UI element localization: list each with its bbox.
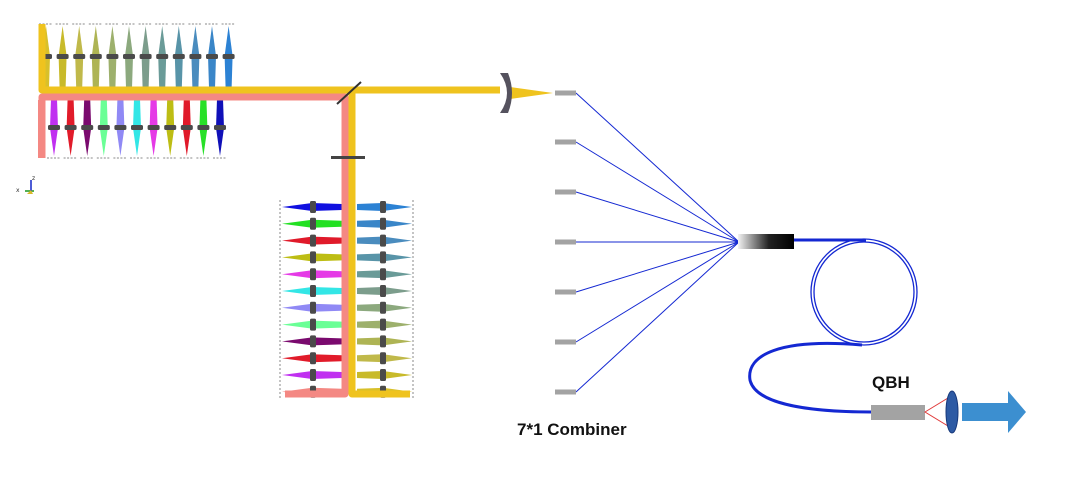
combiner-label: 7*1 Combiner [517, 420, 627, 439]
collimator-mount [172, 54, 185, 59]
collimator-mount [310, 285, 316, 297]
collimator-mount [139, 54, 152, 59]
fiber-stub [555, 389, 576, 395]
combiner-body [738, 234, 794, 249]
collimator-mount [380, 201, 386, 213]
fiber-stub [555, 189, 576, 195]
fiber-stub [555, 339, 576, 345]
collimator-mount [89, 54, 102, 59]
collimator-mount [48, 125, 60, 130]
fiber-stub [555, 90, 576, 96]
collimator-mount [310, 369, 316, 381]
fiber-stub [555, 239, 576, 245]
collimator-mount [147, 125, 160, 130]
collimator-mount [156, 54, 169, 59]
output-beam-arrow [962, 391, 1026, 433]
collimator-mount [106, 54, 119, 59]
qbh-lens [945, 390, 959, 434]
fiber-stub [555, 139, 576, 145]
dichroic-mirror [336, 81, 362, 105]
fiber-bundle [555, 90, 740, 395]
collimator-mount [380, 352, 386, 365]
collimator-mount [380, 285, 386, 297]
fiber-coil-outer [810, 238, 918, 346]
collimator-mount [310, 335, 316, 348]
svg-text:z: z [32, 175, 35, 182]
svg-text:x: x [16, 187, 20, 194]
collimator-mount [123, 54, 135, 59]
qbh-beam-cone [924, 397, 949, 427]
collimator-mount [97, 125, 110, 130]
fiber-line [575, 241, 740, 293]
qbh-connector [871, 405, 925, 420]
qbh-label: QBH [872, 373, 910, 392]
collimator-mount [380, 251, 386, 264]
collimator-mount [131, 125, 143, 130]
yellow-combined-beam [38, 24, 500, 94]
collimator-mount [310, 201, 316, 213]
collimator-mount [73, 54, 86, 59]
collimator-mount [380, 234, 386, 247]
collimator-mount [56, 54, 69, 59]
collimator-mount [310, 234, 316, 247]
focusing-lens [500, 73, 512, 113]
qbh-output [738, 234, 1026, 434]
collimator-mount [114, 125, 127, 130]
top-emitter-array [38, 23, 236, 159]
collimator-mount [310, 268, 316, 281]
collimator-mount [310, 318, 316, 331]
collimator-mount [64, 125, 77, 130]
collimator-mount [310, 251, 316, 264]
collimator-mount [310, 301, 316, 314]
collimator-mount [380, 301, 386, 314]
collimator-mount [310, 217, 316, 230]
focused-beam [510, 87, 553, 99]
fiber-line [575, 92, 740, 243]
collimator-mount [380, 217, 386, 230]
collimator-mount [180, 125, 193, 130]
collimator-mount [189, 54, 202, 59]
fiber-line [575, 141, 740, 243]
collimator-mount [81, 125, 94, 130]
combined-beams [38, 24, 553, 398]
collimator-mount [222, 54, 235, 59]
waveplate [331, 156, 365, 159]
collimator-mount [380, 369, 386, 381]
collimator-mount [310, 352, 316, 365]
fiber-line [575, 191, 740, 243]
axis-icon: x z [16, 175, 35, 194]
yellow-stack-beam [348, 90, 410, 398]
fiber-line [575, 241, 740, 343]
collimator-mount [380, 268, 386, 281]
collimator-mount [214, 125, 226, 130]
fiber-line [575, 241, 740, 393]
collimator-mount [206, 54, 218, 59]
collimator-mount [380, 318, 386, 331]
collimator-mount [197, 125, 210, 130]
output-fiber-loop [748, 341, 873, 414]
collimator-mount [164, 125, 177, 130]
fiber-stub [555, 289, 576, 295]
collimator-mount [380, 335, 386, 348]
fiber-coil-inner [813, 241, 915, 343]
